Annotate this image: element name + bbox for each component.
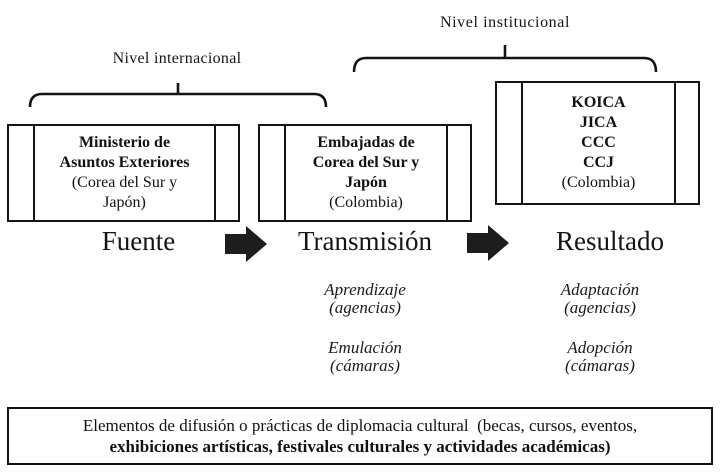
outcome-aprendizaje: Aprendizaje (agencias) [260, 281, 470, 317]
box-transmission-left-cell [260, 126, 286, 220]
outcomes-transmission: Aprendizaje (agencias) Emulación (cámara… [260, 281, 470, 375]
outcome-qualifier: (cámaras) [330, 356, 400, 375]
outcome-term: Adaptación [560, 280, 640, 299]
label-nivel-institucional: Nivel institucional [439, 14, 571, 31]
outcome-adopcion: Adopción (cámaras) [495, 339, 705, 375]
outcome-adaptacion: Adaptación (agencias) [495, 281, 705, 317]
box-source-line: Ministerio de [78, 134, 171, 151]
box-transmission-line: Japón [345, 174, 387, 191]
stage-label-fuente: Fuente [101, 226, 176, 256]
outcome-term: Aprendizaje [324, 280, 406, 299]
box-source-line: (Corea del Sur y [71, 174, 178, 191]
flow-arrow-icon [225, 225, 267, 268]
outcome-qualifier: (agencias) [329, 298, 401, 317]
box-transmission-text: Embajadas de Corea del Sur y Japón (Colo… [286, 126, 446, 220]
box-source-left-cell [9, 126, 35, 220]
outcome-term: Emulación [328, 338, 402, 357]
box-result-line: CCJ [582, 154, 615, 171]
outcome-term: Adopción [567, 338, 633, 357]
box-result-line: KOICA [571, 94, 626, 111]
label-nivel-internacional: Nivel internacional [112, 50, 242, 67]
flow-arrow-icon [467, 224, 509, 267]
box-transmission-line: Corea del Sur y [312, 154, 420, 171]
box-result-line: JICA [579, 114, 618, 131]
box-result-line: (Colombia) [561, 174, 636, 191]
brace-international-icon [28, 82, 328, 108]
box-source-ministerio: Ministerio de Asuntos Exteriores (Corea … [7, 124, 240, 222]
stage-label-resultado: Resultado [556, 226, 664, 256]
box-transmission-line: Embajadas de [317, 134, 415, 151]
brace-institutional-icon [352, 44, 658, 73]
outcome-qualifier: (cámaras) [565, 356, 635, 375]
box-result-right-cell [674, 83, 698, 203]
footer-caption-box: Elementos de difusión o prácticas de dip… [7, 407, 713, 465]
stage-label-transmision: Transmisión [297, 226, 433, 256]
outcome-emulacion: Emulación (cámaras) [260, 339, 470, 375]
box-transmission-embajadas: Embajadas de Corea del Sur y Japón (Colo… [258, 124, 472, 222]
box-transmission-right-cell [446, 126, 470, 220]
outcome-qualifier: (agencias) [564, 298, 636, 317]
footer-caption-line2: exhibiciones artísticas, festivales cult… [109, 437, 611, 456]
box-source-text: Ministerio de Asuntos Exteriores (Corea … [35, 126, 214, 220]
box-source-line: Asuntos Exteriores [59, 154, 190, 171]
box-result-agencies: KOICA JICA CCC CCJ (Colombia) [495, 81, 700, 205]
box-transmission-line: (Colombia) [329, 194, 403, 211]
outcomes-result: Adaptación (agencias) Adopción (cámaras) [495, 281, 705, 375]
box-result-line: CCC [581, 134, 616, 151]
box-source-right-cell [214, 126, 238, 220]
box-result-left-cell [497, 83, 523, 203]
footer-caption-line1: Elementos de difusión o prácticas de dip… [82, 416, 638, 435]
box-source-line: Japón) [103, 194, 146, 211]
box-result-text: KOICA JICA CCC CCJ (Colombia) [523, 83, 674, 203]
